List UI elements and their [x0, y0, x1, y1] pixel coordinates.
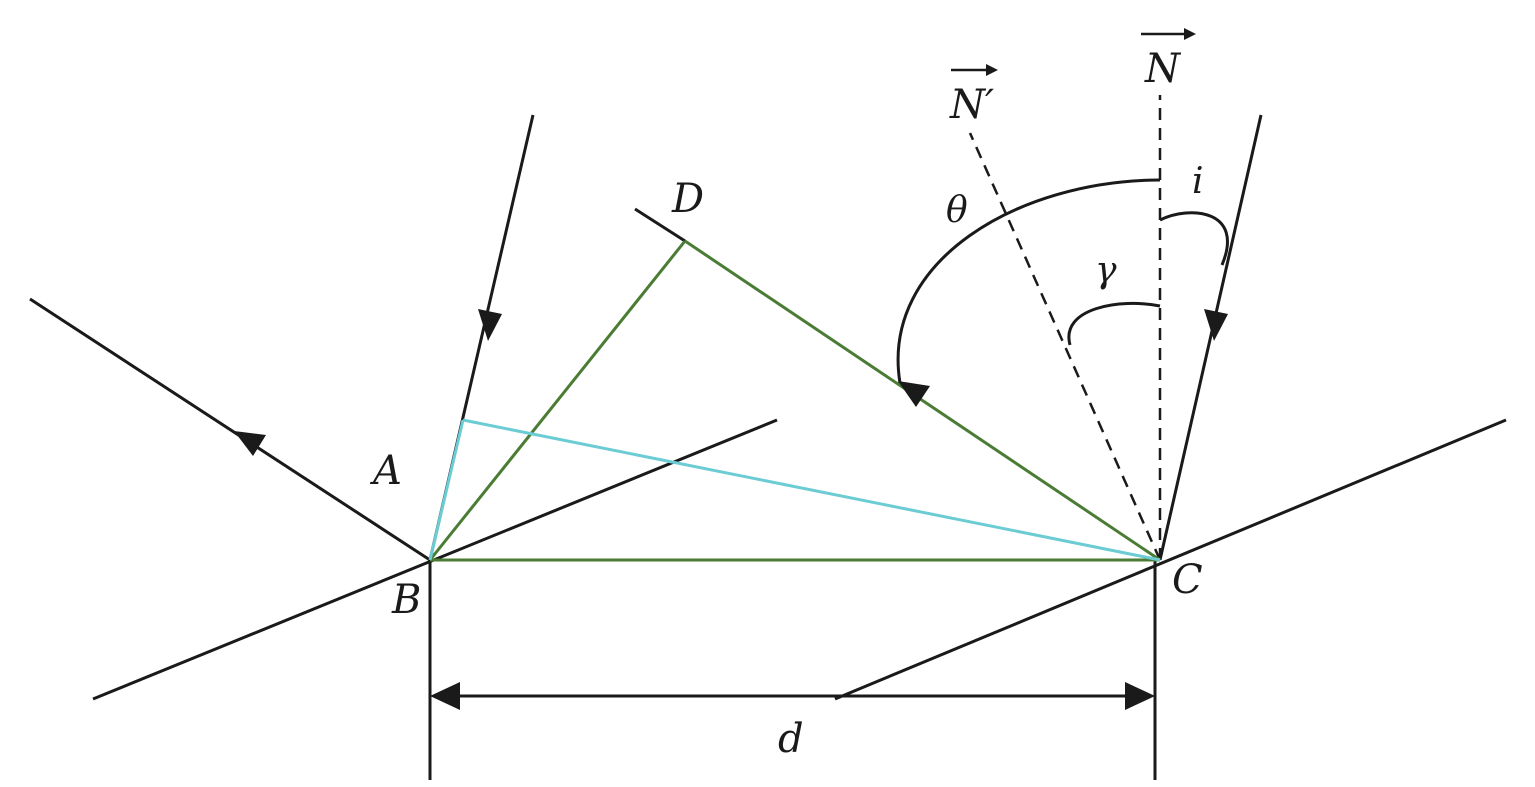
label-a: A	[369, 448, 402, 494]
diffracted-ray-right	[684, 239, 1161, 562]
label-gamma: γ	[1095, 250, 1117, 291]
dimension-arrow-right	[1125, 682, 1155, 710]
angle-gamma-arc	[1067, 302, 1161, 346]
angle-theta-arc	[896, 178, 1161, 384]
plane-through-c	[834, 418, 1507, 701]
diffracted-ray-left	[29, 297, 431, 562]
vector-arrowhead-n-prime	[986, 64, 998, 76]
diffracted-ray-right-tail	[634, 207, 686, 243]
label-c: C	[1172, 557, 1203, 603]
path-a-c	[462, 418, 1161, 562]
dimension-arrow-left	[430, 682, 460, 710]
path-b-a	[428, 419, 465, 561]
label-theta: θ	[946, 190, 968, 231]
diffracted-arrow-left	[234, 431, 266, 456]
label-b: B	[391, 577, 421, 623]
angle-i-arc	[1159, 211, 1229, 266]
incident-ray-right	[1158, 114, 1263, 561]
label-d: D	[671, 176, 704, 222]
diffracted-arrow-right	[898, 381, 930, 407]
incident-arrow-left	[478, 309, 502, 341]
label-n: N	[1144, 46, 1182, 92]
vector-arrowhead-n	[1184, 28, 1196, 40]
normal-n-prime	[968, 132, 1162, 561]
label-n-prime: N′	[949, 82, 994, 128]
label-d-distance: d	[778, 716, 804, 762]
path-b-d	[428, 240, 687, 561]
label-i: i	[1192, 161, 1204, 202]
incident-arrow-right	[1204, 309, 1228, 341]
